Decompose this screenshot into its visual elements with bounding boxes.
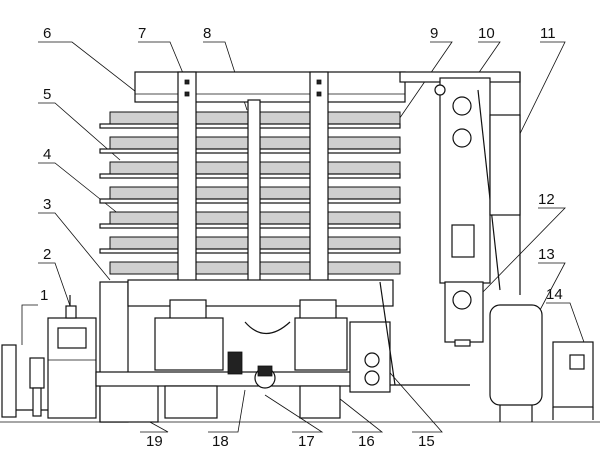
leader-lines [21, 41, 586, 433]
callout-labels: 6 7 8 9 10 11 5 4 3 2 1 12 13 14 19 18 1… [40, 25, 563, 450]
label-6: 6 [43, 25, 51, 42]
label-9: 9 [430, 25, 438, 42]
electrical-panel [1, 344, 50, 418]
label-10: 10 [478, 25, 495, 42]
label-18: 18 [212, 433, 229, 450]
label-14: 14 [546, 286, 563, 303]
label-11: 11 [540, 25, 556, 42]
label-8: 8 [203, 25, 211, 42]
label-17: 17 [298, 433, 315, 450]
bottom-beam [127, 279, 394, 326]
label-1: 1 [40, 287, 48, 304]
label-19: 19 [146, 433, 163, 450]
label-7: 7 [138, 25, 146, 42]
label-2: 2 [43, 246, 51, 263]
label-15: 15 [418, 433, 435, 450]
tie-columns [177, 71, 329, 283]
label-5: 5 [43, 86, 51, 103]
control-cabinet [29, 295, 97, 419]
label-12: 12 [538, 191, 555, 208]
right-tower [434, 77, 521, 347]
storage-tank [489, 304, 543, 422]
hydraulic-cylinders [154, 317, 348, 419]
pump-box [552, 341, 594, 420]
label-3: 3 [43, 196, 51, 213]
drive-unit [349, 281, 470, 393]
label-4: 4 [43, 146, 51, 163]
label-13: 13 [538, 246, 555, 263]
label-16: 16 [358, 433, 375, 450]
